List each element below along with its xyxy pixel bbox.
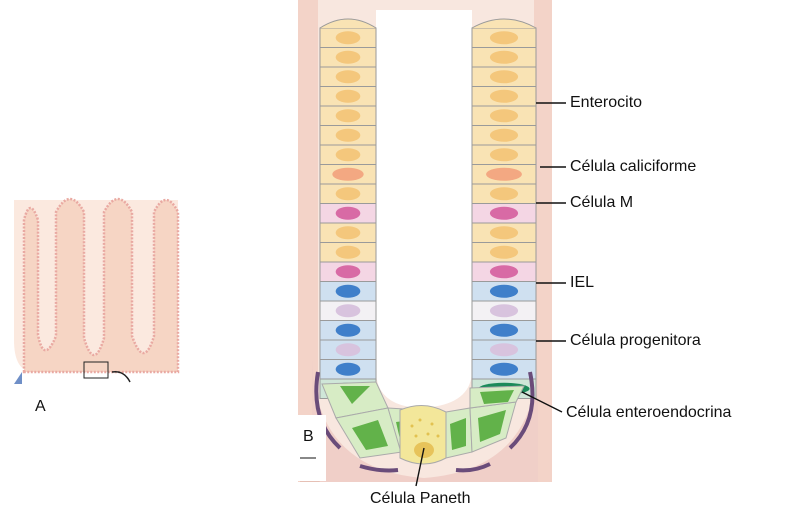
crypt-left-wall bbox=[320, 19, 376, 399]
label-celula-caliciforme: Célula caliciforme bbox=[570, 158, 696, 176]
enterocyte-nucleus bbox=[336, 129, 361, 142]
iel-nucleus bbox=[490, 363, 518, 376]
enterocyte-nucleus bbox=[490, 187, 518, 200]
enterocyte-nucleus bbox=[490, 109, 518, 122]
enterocyte-nucleus bbox=[336, 109, 361, 122]
villi-overview bbox=[12, 190, 182, 385]
crypt-illustration bbox=[298, 0, 552, 482]
enterocyte-nucleus bbox=[490, 129, 518, 142]
enterocyte-nucleus bbox=[490, 246, 518, 259]
goblet-nucleus bbox=[332, 168, 363, 181]
label-celula-enteroendocrina: Célula enteroendocrina bbox=[566, 404, 731, 422]
goblet-nucleus bbox=[486, 168, 522, 181]
progenitor-nucleus bbox=[490, 304, 518, 317]
m-nucleus bbox=[490, 207, 518, 220]
label-celula-progenitora: Célula progenitora bbox=[570, 332, 701, 350]
m-nucleus bbox=[336, 207, 361, 220]
enterocyte-nucleus bbox=[336, 246, 361, 259]
crypt-right-wall bbox=[472, 19, 536, 399]
progenitor-nucleus bbox=[336, 343, 361, 356]
enterocyte-nucleus bbox=[336, 70, 361, 83]
panel-label-a: A bbox=[35, 398, 46, 416]
panel-label-b: B bbox=[303, 428, 314, 446]
progenitor-nucleus bbox=[336, 304, 361, 317]
enterocyte-nucleus bbox=[490, 51, 518, 64]
enterocyte-nucleus bbox=[490, 148, 518, 161]
progenitor-nucleus bbox=[490, 343, 518, 356]
enterocyte-nucleus bbox=[490, 226, 518, 239]
panel-b-inset bbox=[298, 415, 326, 481]
enterocyte-nucleus bbox=[336, 31, 361, 44]
label-celula-m: Célula M bbox=[570, 194, 633, 212]
enterocyte-nucleus bbox=[336, 90, 361, 103]
enterocyte-nucleus bbox=[336, 226, 361, 239]
iel-nucleus bbox=[336, 324, 361, 337]
label-iel: IEL bbox=[570, 274, 594, 292]
iel-nucleus bbox=[336, 285, 361, 298]
enterocyte-nucleus bbox=[336, 51, 361, 64]
label-celula-paneth: Célula Paneth bbox=[370, 490, 471, 508]
enterocyte-nucleus bbox=[336, 187, 361, 200]
label-enterocito: Enterocito bbox=[570, 94, 642, 112]
enterocyte-nucleus bbox=[490, 70, 518, 83]
m-nucleus bbox=[490, 265, 518, 278]
enterocyte-nucleus bbox=[336, 148, 361, 161]
iel-nucleus bbox=[490, 285, 518, 298]
m-nucleus bbox=[336, 265, 361, 278]
enterocyte-nucleus bbox=[490, 90, 518, 103]
enterocyte-nucleus bbox=[490, 31, 518, 44]
iel-nucleus bbox=[336, 363, 361, 376]
iel-nucleus bbox=[490, 324, 518, 337]
